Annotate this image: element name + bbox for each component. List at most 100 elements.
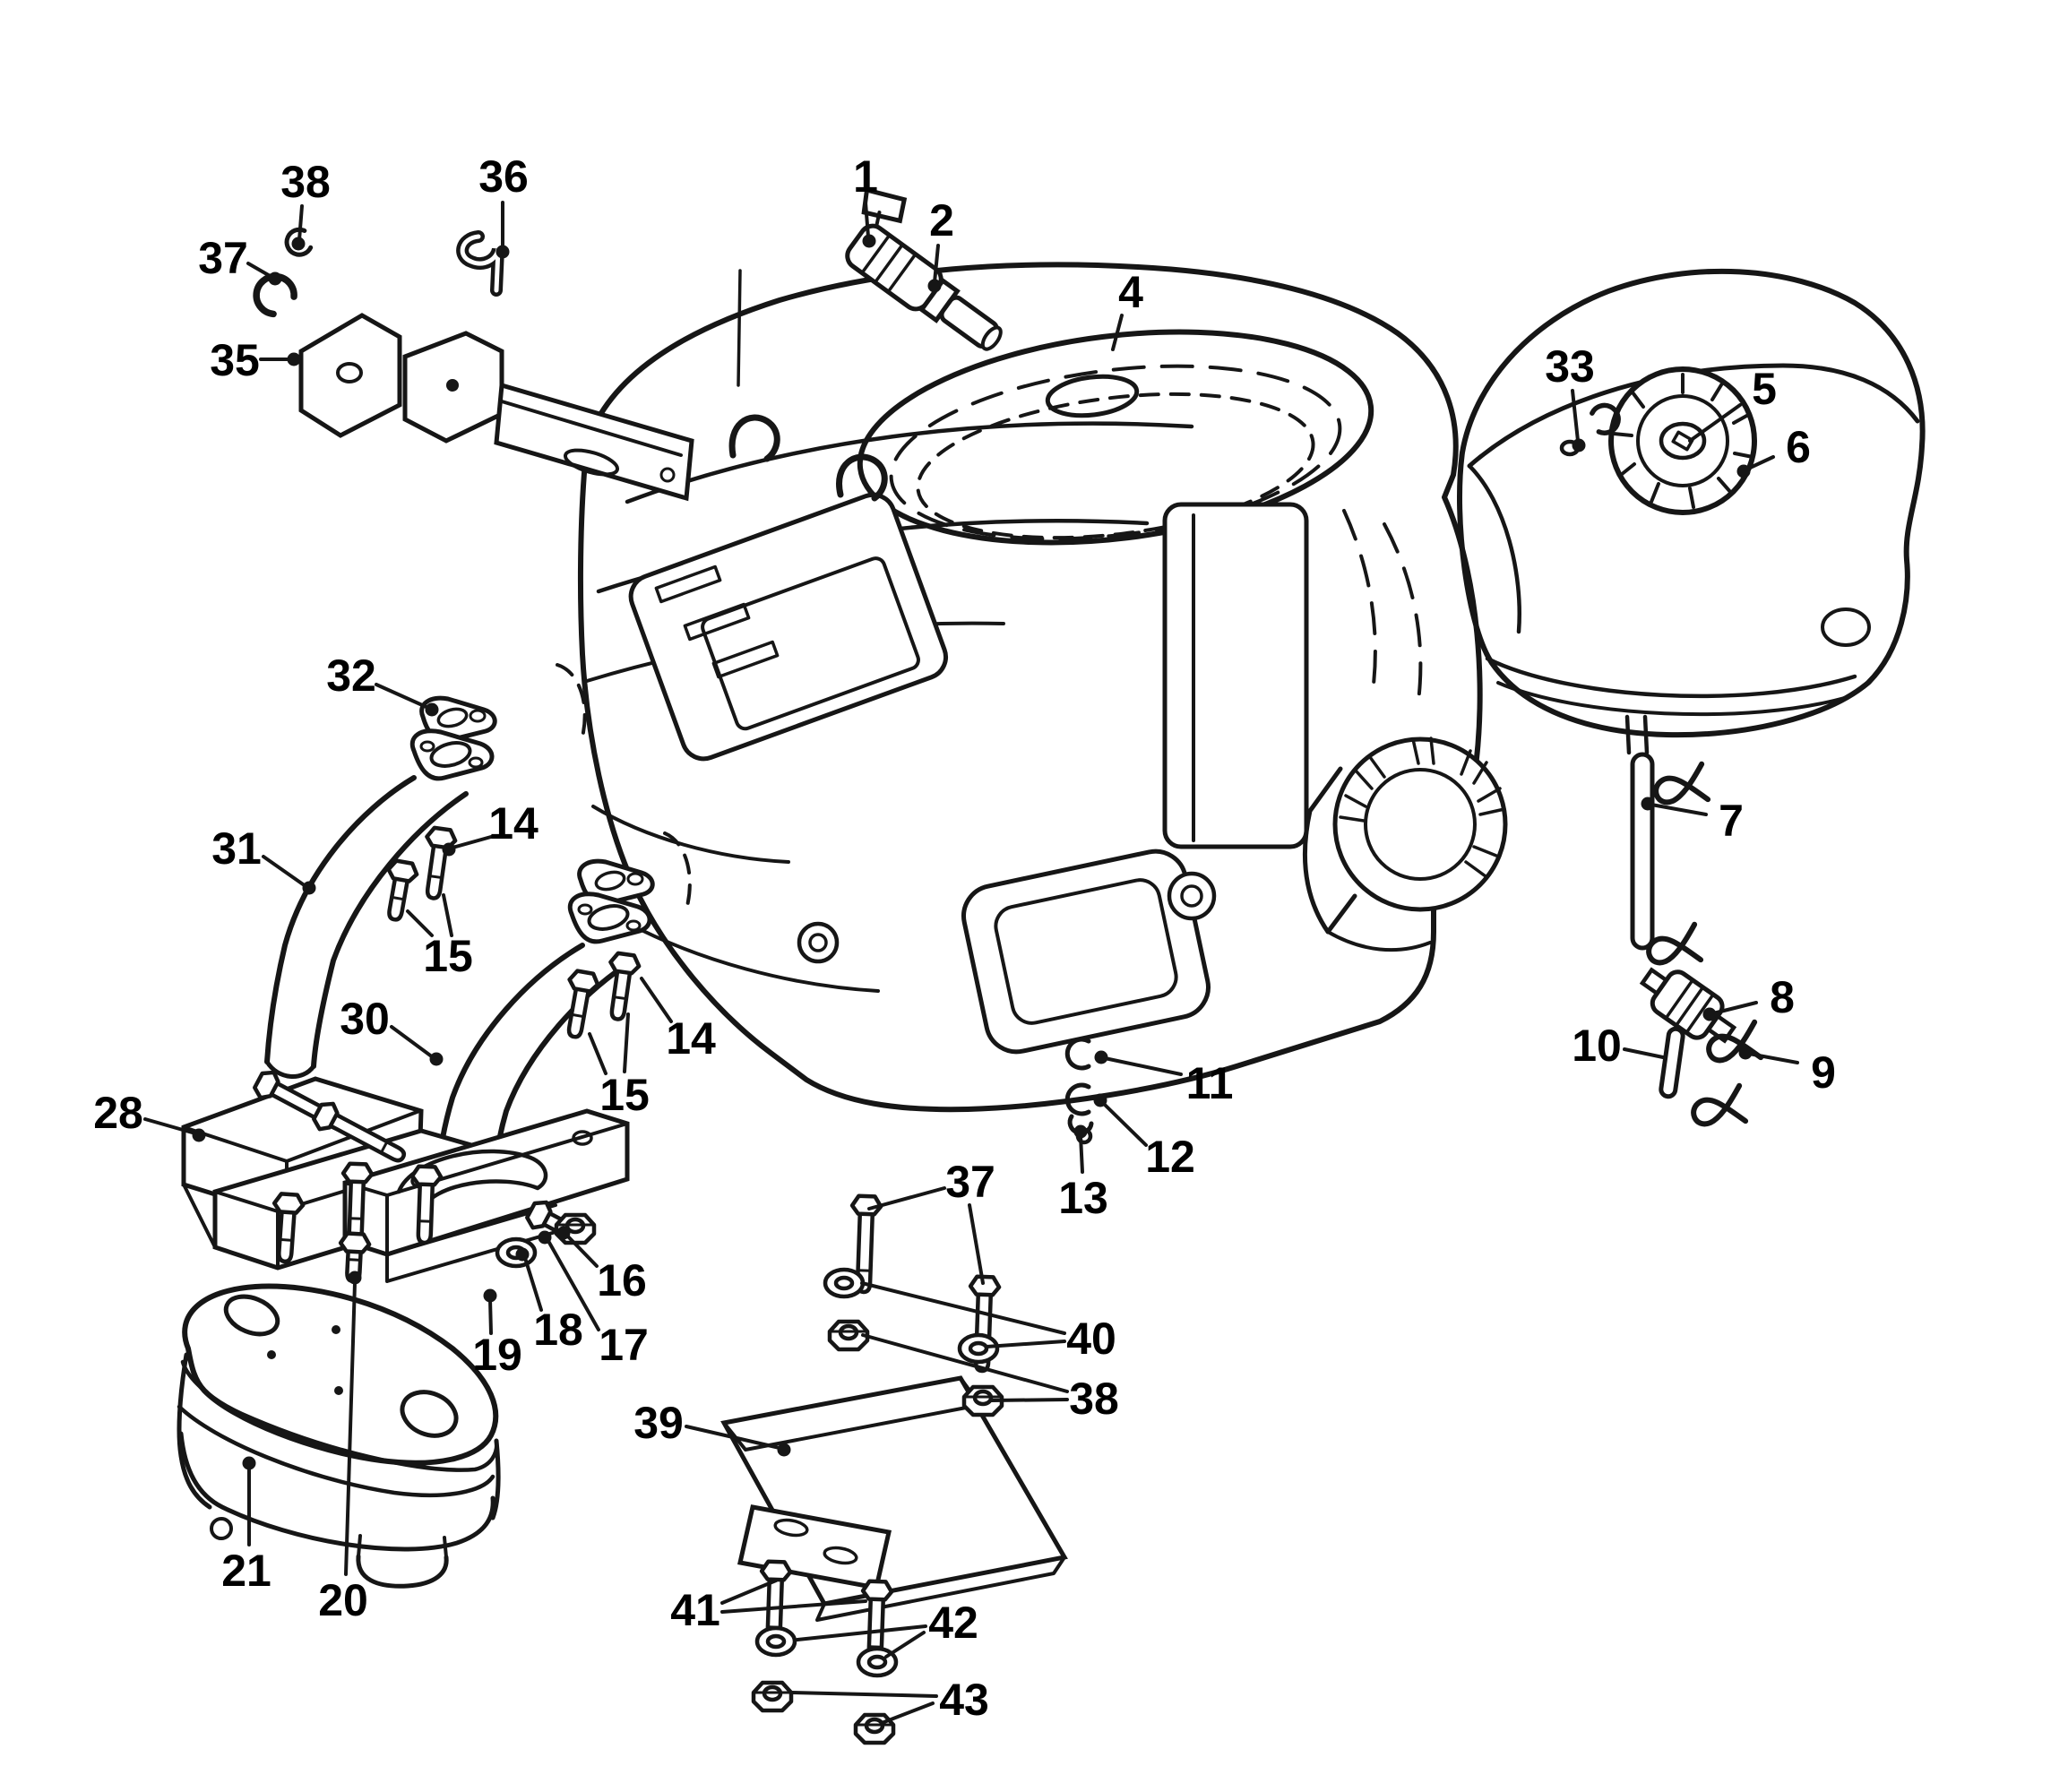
part-number-10[interactable]: 10 — [1572, 1021, 1622, 1071]
part-number-2[interactable]: 2 — [929, 195, 954, 246]
leader-dot — [268, 271, 282, 286]
part-number-30[interactable]: 30 — [340, 994, 390, 1044]
part-number-32[interactable]: 32 — [326, 650, 376, 701]
bolt-symbol — [312, 1101, 407, 1163]
vent-slot — [711, 640, 780, 679]
housing-dash-arc — [1383, 522, 1423, 710]
nut-symbol — [961, 1384, 1004, 1417]
bolt-symbol — [271, 1192, 306, 1264]
leader-line — [623, 1012, 630, 1073]
leader-dot — [538, 1230, 552, 1245]
housing-curve — [591, 805, 790, 864]
callout-21: 21 — [221, 1456, 271, 1596]
part-number-35[interactable]: 35 — [210, 335, 260, 385]
muffler-drain — [210, 1517, 233, 1540]
bolt-symbol — [409, 1164, 444, 1245]
part-number-16[interactable]: 16 — [597, 1255, 647, 1305]
callout-33: 33 — [1545, 341, 1595, 452]
callout-41: 41 — [670, 1579, 867, 1635]
part-number-33[interactable]: 33 — [1545, 341, 1595, 392]
leader-dot — [556, 1226, 571, 1240]
part-number-20[interactable]: 20 — [318, 1575, 368, 1625]
exhaust-flange-lower — [567, 858, 655, 944]
part-number-38[interactable]: 38 — [280, 157, 331, 207]
part-number-41[interactable]: 41 — [670, 1585, 720, 1635]
part-number-14[interactable]: 14 — [666, 1013, 716, 1064]
part-number-7[interactable]: 7 — [1719, 796, 1744, 846]
part-number-8[interactable]: 8 — [1770, 972, 1795, 1022]
part-number-42[interactable]: 42 — [928, 1598, 978, 1648]
leader-dot — [1073, 1124, 1088, 1139]
part-number-37[interactable]: 37 — [945, 1157, 995, 1207]
leader-line — [884, 1631, 926, 1658]
washer-symbol — [823, 1267, 866, 1299]
part-number-31[interactable]: 31 — [211, 823, 262, 874]
part-number-15[interactable]: 15 — [599, 1070, 650, 1120]
valve-cover-inner — [994, 878, 1178, 1025]
part-number-12[interactable]: 12 — [1145, 1132, 1195, 1182]
callout-38: 38 — [280, 157, 331, 251]
vent-slot — [654, 564, 722, 604]
callout-1: 1 — [853, 151, 878, 248]
part-number-5[interactable]: 5 — [1752, 364, 1777, 414]
part-number-28[interactable]: 28 — [93, 1088, 143, 1138]
part-number-43[interactable]: 43 — [939, 1675, 989, 1725]
flywheel-center-hole — [1045, 374, 1140, 418]
leader-line — [1650, 803, 1708, 816]
callout-13: 13 — [1058, 1124, 1108, 1223]
callout-30: 30 — [340, 994, 444, 1066]
part-number-38[interactable]: 38 — [1069, 1374, 1119, 1424]
hook-symbol — [456, 230, 504, 297]
part-number-21[interactable]: 21 — [221, 1546, 271, 1596]
callout-14: 14 — [640, 977, 716, 1064]
washer-symbol — [957, 1332, 1000, 1365]
part-number-11[interactable]: 11 — [1186, 1058, 1234, 1108]
bolt-symbol — [386, 858, 419, 922]
clip-symbol — [1064, 1037, 1091, 1071]
leader-line — [1103, 1056, 1183, 1076]
tank-bottom-band2 — [1496, 681, 1849, 717]
leader-line — [1111, 314, 1124, 351]
callout-9: 9 — [1738, 1046, 1836, 1098]
leader-line — [547, 1239, 600, 1331]
leader-line — [933, 244, 940, 284]
part-number-39[interactable]: 39 — [633, 1398, 684, 1448]
tank-boss — [1821, 607, 1871, 647]
part-number-37[interactable]: 37 — [198, 233, 248, 283]
exhaust-port-upper — [556, 663, 587, 745]
tank-bottom-band — [1485, 656, 1857, 699]
part-number-15[interactable]: 15 — [423, 931, 473, 981]
cclip-symbol — [253, 272, 297, 318]
callout-39: 39 — [633, 1398, 791, 1457]
leader-line — [864, 201, 870, 238]
callout-18: 18 — [515, 1247, 583, 1355]
callout-12: 12 — [1093, 1093, 1195, 1182]
part-number-13[interactable]: 13 — [1058, 1173, 1108, 1223]
part-number-9[interactable]: 9 — [1811, 1047, 1836, 1098]
cover-knob — [1167, 871, 1217, 921]
leader-line — [985, 1340, 1066, 1348]
part-number-40[interactable]: 40 — [1066, 1314, 1116, 1364]
part-number-1[interactable]: 1 — [853, 151, 878, 202]
part-number-19[interactable]: 19 — [472, 1330, 522, 1380]
part-number-36[interactable]: 36 — [478, 151, 529, 202]
callout-10: 10 — [1572, 1021, 1665, 1071]
leader-line — [262, 855, 307, 888]
callout-28: 28 — [93, 1088, 206, 1142]
leader-line — [867, 1186, 946, 1210]
leader-dot — [777, 1443, 791, 1457]
leader-dot — [242, 1456, 256, 1470]
fuel-line — [1630, 752, 1655, 951]
part-number-17[interactable]: 17 — [599, 1320, 649, 1370]
part-number-6[interactable]: 6 — [1786, 422, 1811, 472]
air-cleaner-cover — [1162, 502, 1309, 849]
vent-slot — [683, 602, 751, 642]
part-number-14[interactable]: 14 — [488, 798, 539, 849]
part-number-4[interactable]: 4 — [1118, 267, 1143, 317]
part-number-18[interactable]: 18 — [533, 1305, 583, 1355]
exhaust-pipe-31 — [264, 775, 469, 1079]
clamp-symbol — [1691, 1082, 1749, 1127]
muffler-outlet-hole2 — [400, 1390, 459, 1438]
